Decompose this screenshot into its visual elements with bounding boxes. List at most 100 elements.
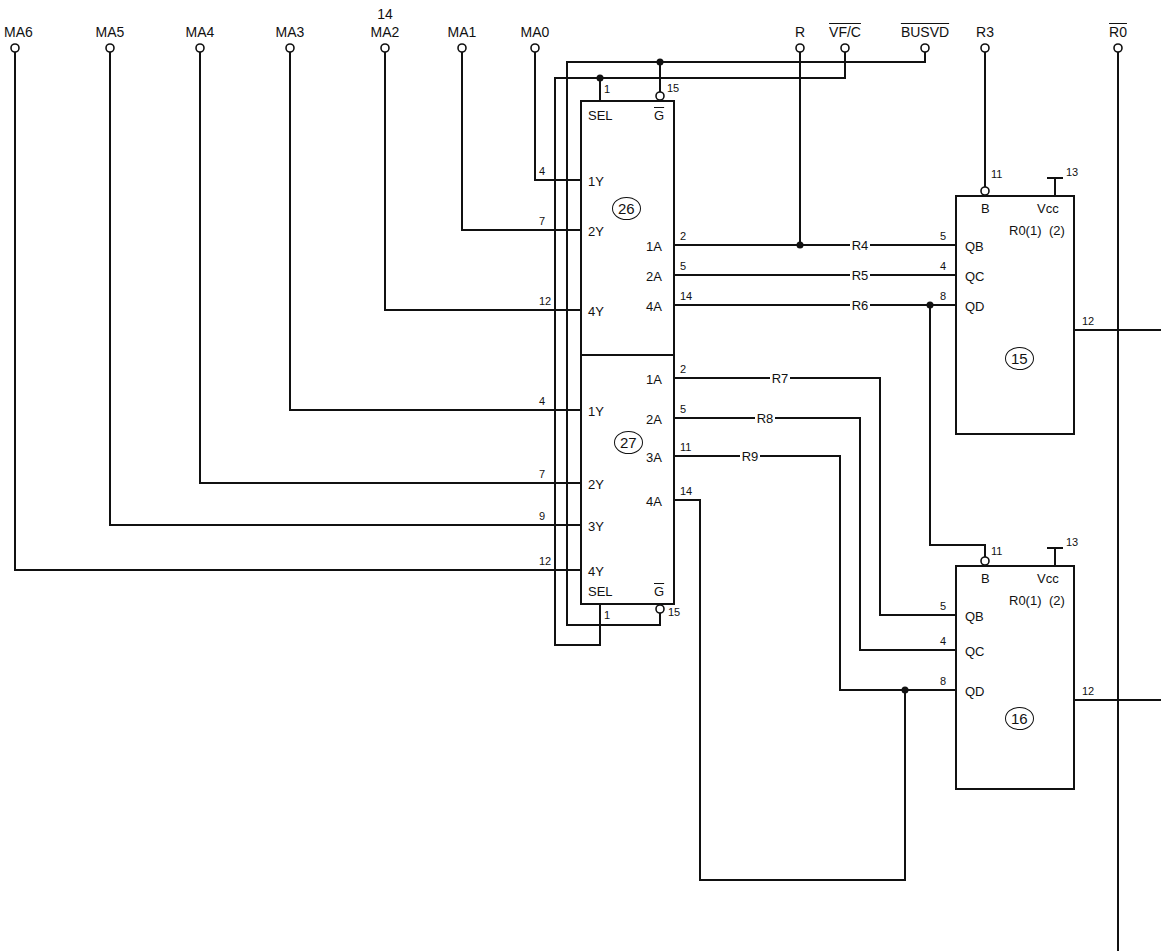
pin-number: 1 [604, 83, 610, 96]
signal-wire [675, 500, 955, 880]
pin-name: G [654, 584, 664, 599]
pin-number: 7 [539, 468, 545, 481]
inversion-bubble [656, 605, 664, 613]
pin-name: B [981, 201, 990, 216]
wire-label: R4 [850, 238, 871, 253]
callout-number: 26 [612, 197, 641, 220]
terminal [981, 44, 989, 52]
pin-number: 2 [680, 230, 686, 243]
pin-number: 4 [539, 165, 545, 178]
terminal [458, 44, 466, 52]
pin-number: 5 [680, 260, 686, 273]
pin-number: 4 [940, 260, 946, 273]
signal-name: MA0 [521, 24, 550, 40]
pin-number: 13 [1066, 536, 1078, 549]
multiplexer-chip: 271Y2Y3Y4Y1A2A3A4ASELG [580, 354, 675, 605]
pin-name: R0(1) [1009, 223, 1042, 238]
signal-wire [675, 244, 955, 246]
terminal [11, 44, 19, 52]
pin-name: B [981, 571, 990, 586]
pin-name: (2) [1049, 223, 1065, 238]
signal-name: MA6 [4, 24, 33, 40]
pin-number: 15 [668, 606, 680, 619]
callout-number: 15 [1005, 347, 1034, 370]
pin-name: G [654, 108, 664, 123]
terminal [381, 44, 389, 52]
pin-number: 12 [539, 555, 551, 568]
signal-name: R0 [1109, 24, 1127, 40]
pin-name: SEL [588, 584, 613, 599]
multiplexer-chip: 26SELG1Y2Y4Y1A2A4A [580, 100, 675, 356]
pin-name: 2A [646, 269, 662, 284]
pin-number: 7 [539, 215, 545, 228]
inversion-bubble [656, 92, 664, 100]
pin-number: 1 [604, 609, 610, 622]
signal-name: MA1 [448, 24, 477, 40]
pin-name: Vcc [1037, 201, 1059, 216]
terminal [106, 44, 114, 52]
terminal [531, 44, 539, 52]
pin-number: 8 [940, 290, 946, 303]
signal-name: R3 [976, 24, 994, 40]
pin-name: QB [965, 239, 984, 254]
counter-chip: 16BQBQCQDVccR0(1)(2) [955, 565, 1075, 790]
pin-number: 13 [1066, 166, 1078, 179]
pin-name: 2Y [588, 224, 604, 239]
pin-name: 2A [646, 412, 662, 427]
pin-name: QC [965, 644, 985, 659]
pin-name: QD [965, 299, 985, 314]
pin-number: 14 [680, 290, 692, 303]
signal-name: BUSVD [901, 24, 949, 40]
pin-number: 12 [1082, 315, 1094, 328]
pin-name: 4A [646, 494, 662, 509]
signal-wire [675, 274, 955, 276]
junction-dot [657, 59, 664, 66]
pin-name: 1Y [588, 174, 604, 189]
junction-dot [797, 242, 804, 249]
terminal [1114, 44, 1122, 52]
pin-name: SEL [588, 108, 613, 123]
pin-number: 12 [1082, 685, 1094, 698]
pin-name: 4Y [588, 304, 604, 319]
inversion-bubble [981, 187, 989, 195]
wire-label: R7 [770, 371, 791, 386]
pin-number: 5 [940, 230, 946, 243]
signal-wire [675, 456, 955, 690]
pin-number: 5 [680, 403, 686, 416]
junction-dot [597, 75, 604, 82]
terminal [841, 44, 849, 52]
terminal [921, 44, 929, 52]
reset-wires [1075, 330, 1161, 700]
pin-number: 12 [539, 295, 551, 308]
pin-number: 2 [680, 363, 686, 376]
wire-label: R9 [740, 449, 761, 464]
pin-number: 14 [680, 485, 692, 498]
signal-name: 14 [377, 6, 393, 22]
pin-name: 1Y [588, 404, 604, 419]
callout-number: 27 [614, 431, 643, 454]
pin-number: 11 [991, 545, 1002, 558]
terminal [286, 44, 294, 52]
pin-number: 4 [539, 395, 545, 408]
pin-name: 1A [646, 239, 662, 254]
counter-chip: 15 B QB QC QD VccR0(1) (2) [955, 195, 1075, 435]
pin-number: 9 [539, 510, 545, 523]
signal-name: MA5 [96, 24, 125, 40]
pin-number: 5 [940, 600, 946, 613]
signal-wire [675, 304, 955, 306]
pin-number: 4 [940, 635, 946, 648]
inversion-bubble [981, 557, 989, 565]
signal-name: VF/C [829, 24, 861, 40]
control-wires [555, 52, 1118, 951]
pin-number: 11 [991, 168, 1002, 181]
signal-wire [675, 378, 955, 615]
signal-name: MA3 [276, 24, 305, 40]
junction-dot [927, 302, 934, 309]
pin-name: QB [965, 609, 984, 624]
callout-number: 16 [1005, 707, 1034, 730]
signal-name: MA2 [371, 24, 400, 40]
pin-name: QC [965, 269, 985, 284]
pin-number: 8 [940, 675, 946, 688]
pin-name: Vcc [1037, 571, 1059, 586]
